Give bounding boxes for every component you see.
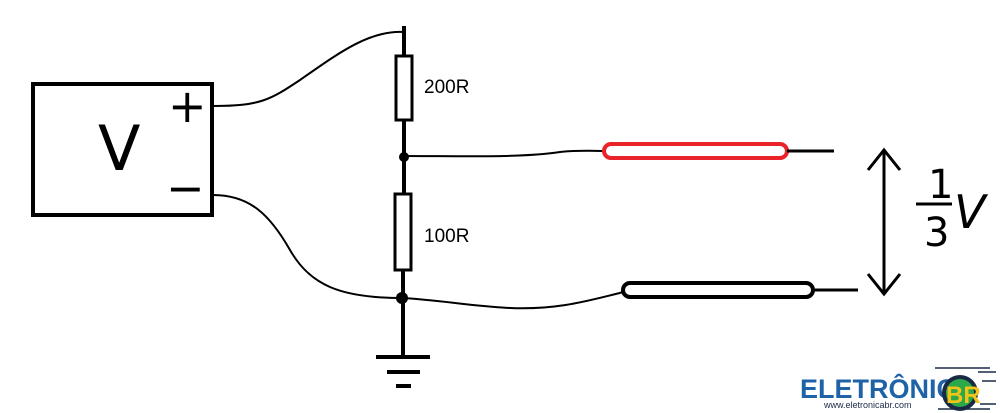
fraction-numerator: 1 — [928, 162, 953, 208]
voltage-source-label: V — [98, 112, 140, 185]
red-probe-body — [602, 142, 789, 160]
plus-terminal-label: + — [168, 79, 207, 133]
resistor-200r — [394, 54, 414, 122]
tap-node — [399, 152, 409, 162]
eletronicabr-logo: ELETRÔNICA www.eletronicabr.com BR — [800, 367, 996, 411]
measurement-arrow — [866, 147, 902, 297]
positive-wire — [212, 30, 405, 107]
ground-node — [396, 292, 408, 304]
logo-url-text: www.eletronicabr.com — [823, 400, 912, 410]
voltage-source: V + − — [31, 79, 214, 217]
resistor-100r — [393, 192, 413, 272]
logo-badge-ring — [946, 379, 974, 407]
logo-badge-text: BR — [946, 382, 981, 409]
fraction-denominator: 3 — [924, 210, 949, 256]
logo-circuit-icon — [935, 367, 996, 410]
ground-return-wire — [401, 291, 625, 310]
red-probe — [602, 142, 834, 160]
one-third-v-annotation: 1 3 V — [916, 162, 989, 256]
resistor-100r-label: 100R — [424, 226, 469, 247]
negative-wire — [212, 194, 403, 299]
minus-terminal-label: − — [166, 161, 205, 215]
black-probe-body — [621, 281, 815, 299]
black-probe — [621, 281, 858, 299]
tap-wire — [403, 149, 607, 158]
resistor-200r-label: 200R — [424, 77, 469, 98]
ground-icon — [376, 355, 430, 388]
voltage-source-box — [31, 82, 214, 217]
wires — [212, 30, 625, 310]
resistor-chain: 200R 100R — [393, 26, 469, 356]
output-unit: V — [954, 185, 989, 239]
